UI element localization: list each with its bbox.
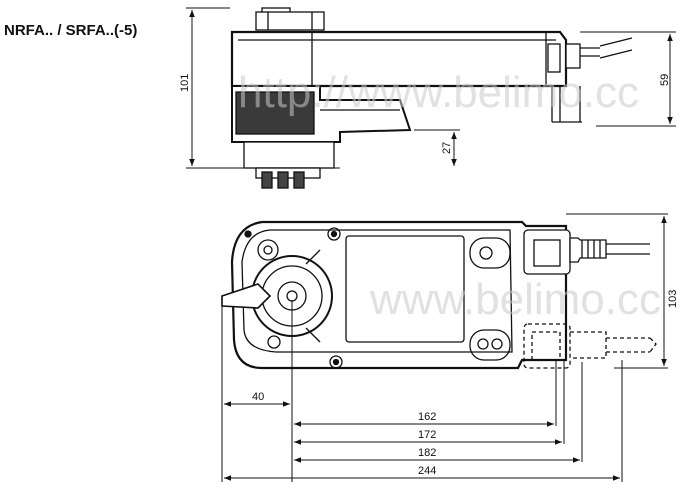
- watermark-bottom: www.belimo.cc: [369, 275, 661, 324]
- side-view: [230, 7, 633, 189]
- side-cable-gland: [565, 37, 633, 69]
- watermark-top: http://www.belimo.cc: [238, 68, 639, 117]
- dim-label-101: 101: [179, 74, 191, 92]
- top-view: [221, 220, 657, 370]
- top-cable-gland: [523, 229, 650, 275]
- dim-label-40: 40: [252, 391, 264, 403]
- top-cable-gland-alt: [523, 323, 657, 369]
- side-clamp: [255, 7, 325, 31]
- top-dimensions: [221, 213, 668, 482]
- top-gear-icon: [257, 239, 279, 261]
- dim-label-172: 172: [418, 429, 436, 441]
- side-dimensions: [186, 7, 676, 169]
- dim-label-244: 244: [418, 465, 436, 477]
- dim-label-182: 182: [418, 447, 436, 459]
- dim-label-103: 103: [667, 290, 679, 308]
- dim-label-59: 59: [659, 74, 671, 86]
- diagram-title: NRFA.. / SRFA..(-5): [4, 22, 138, 39]
- dim-label-162: 162: [418, 411, 436, 423]
- top-label-plate: [345, 235, 465, 343]
- dim-label-27: 27: [441, 142, 453, 154]
- side-shaft-coupling: [243, 141, 335, 189]
